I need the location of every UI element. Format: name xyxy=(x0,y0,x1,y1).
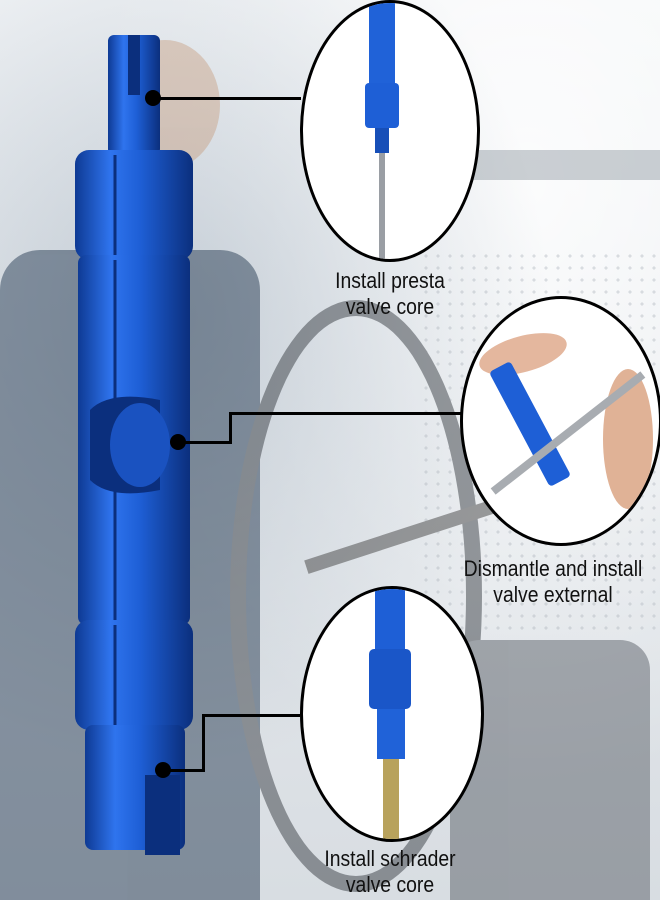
connector-line-middle-h1 xyxy=(178,441,230,444)
external-detail-image xyxy=(479,333,653,509)
connector-line-middle-h2 xyxy=(229,412,461,415)
caption-schrader-line1: Install schrader xyxy=(324,846,456,871)
chair xyxy=(450,640,650,900)
connector-line-top xyxy=(153,97,301,100)
callout-circle-external xyxy=(460,296,660,546)
lower-hex xyxy=(75,620,193,730)
callout-caption-presta: Install presta valve core xyxy=(315,268,465,320)
callout-circle-presta xyxy=(300,0,480,262)
caption-presta-line2: valve core xyxy=(345,294,435,319)
caption-external-line1: Dismantle and install xyxy=(463,556,643,581)
caption-external-line2: valve external xyxy=(493,582,613,607)
connector-line-bottom-v xyxy=(202,714,205,772)
connector-line-middle-v xyxy=(229,412,232,444)
caption-presta-line1: Install presta xyxy=(335,268,445,293)
upper-hex xyxy=(75,150,193,260)
callout-circle-schrader xyxy=(300,586,484,842)
connector-line-bottom-h1 xyxy=(163,769,205,772)
callout-caption-schrader: Install schrader valve core xyxy=(315,846,465,898)
valve-core-tool xyxy=(75,35,193,855)
schrader-detail-image xyxy=(369,589,411,839)
connector-line-bottom-h2 xyxy=(202,714,300,717)
caption-schrader-line2: valve core xyxy=(345,872,435,897)
presta-detail-image xyxy=(365,3,399,259)
callout-caption-external: Dismantle and install valve external xyxy=(461,556,646,608)
